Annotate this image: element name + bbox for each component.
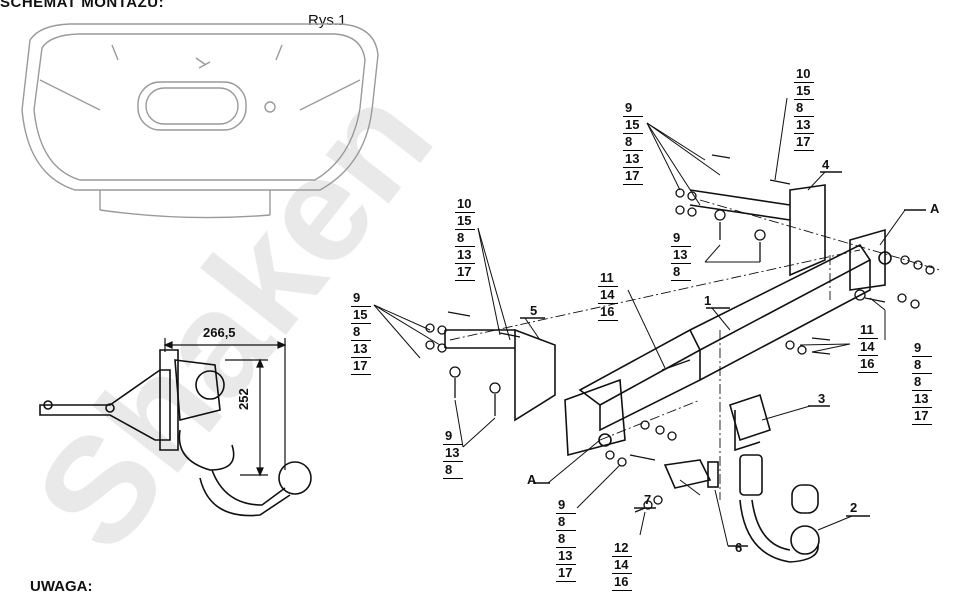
callout-4: 4 [822,157,830,172]
stack-cell: 16 [612,574,633,591]
stack-cell: 12 [612,540,633,557]
stack-cell: 8 [623,134,644,151]
stack-cell: 11 [598,270,619,287]
part-stack-left-lower: 9 13 8 [443,428,464,479]
stack-cell: 13 [794,117,815,134]
part-stack-center: 11 14 16 [598,270,619,321]
stack-cell: 8 [912,357,933,374]
callout-2: 2 [850,500,858,515]
stack-cell: 13 [455,247,476,264]
callout-6: 6 [735,540,743,555]
callout-7: 7 [644,492,652,507]
stack-cell: 17 [455,264,476,281]
part-stack-left-upper: 10 15 8 13 17 [455,196,476,281]
stack-cell: 14 [858,339,879,356]
stack-cell: 9 [671,230,692,247]
stack-cell: 15 [623,117,644,134]
stack-cell: 13 [912,391,933,408]
stack-cell: 17 [351,358,372,375]
stack-cell: 9 [351,290,372,307]
figure-label: Rys.1 [308,12,347,29]
stack-cell: 14 [612,557,633,574]
stack-cell: 16 [858,356,879,373]
stack-cell: 9 [623,100,644,117]
stack-cell: 8 [351,324,372,341]
part-stack-top-right: 10 15 8 13 17 [794,66,815,151]
part-stack-bottom-left: 9 8 8 13 17 [556,497,577,582]
stack-cell: 8 [455,230,476,247]
vehicle-rear-view [21,23,379,219]
stack-cell: 8 [443,462,464,479]
callout-a-bottom: A [527,472,537,487]
stack-cell: 13 [351,341,372,358]
callout-5: 5 [530,303,538,318]
callout-3: 3 [818,391,826,406]
stack-cell: 16 [598,304,619,321]
part-stack-left-mid: 9 15 8 13 17 [351,290,372,375]
stack-cell: 8 [912,374,933,391]
stack-cell: 17 [794,134,815,151]
stack-cell: 9 [443,428,464,445]
stack-cell: 13 [556,548,577,565]
stack-cell: 15 [455,213,476,230]
stack-cell: 11 [858,322,879,339]
stack-cell: 17 [556,565,577,582]
part-stack-top-left: 9 15 8 13 17 [623,100,644,185]
stack-cell: 15 [794,83,815,100]
callout-1: 1 [704,293,712,308]
stack-cell: 10 [455,196,476,213]
stack-cell: 13 [443,445,464,462]
dimension-lines [163,338,287,477]
callout-a-top: A [930,201,940,216]
page-title: SCHEMAT MONTAŻU: [0,0,165,11]
stack-cell: 8 [671,264,692,281]
dimension-width: 266,5 [203,325,236,340]
stack-cell: 9 [556,497,577,514]
stack-cell: 17 [623,168,644,185]
part-stack-top-mid: 9 13 8 [671,230,692,281]
stack-cell: 13 [671,247,692,264]
stack-cell: 14 [598,287,619,304]
stack-cell: 10 [794,66,815,83]
stack-cell: 15 [351,307,372,324]
stack-cell: 17 [912,408,933,425]
part-stack-bottom-mid: 12 14 16 [612,540,633,591]
part-stack-right-lower: 9 8 8 13 17 [912,340,933,425]
note-heading: UWAGA: [30,578,93,595]
exploded-assembly [373,97,941,563]
stack-cell: 13 [623,151,644,168]
stack-cell: 8 [556,514,577,531]
part-stack-right-mid: 11 14 16 [858,322,879,373]
stack-cell: 8 [556,531,577,548]
side-view-hitch [39,349,312,517]
stack-cell: 9 [912,340,933,357]
dimension-height: 252 [236,388,251,410]
stack-cell: 8 [794,100,815,117]
